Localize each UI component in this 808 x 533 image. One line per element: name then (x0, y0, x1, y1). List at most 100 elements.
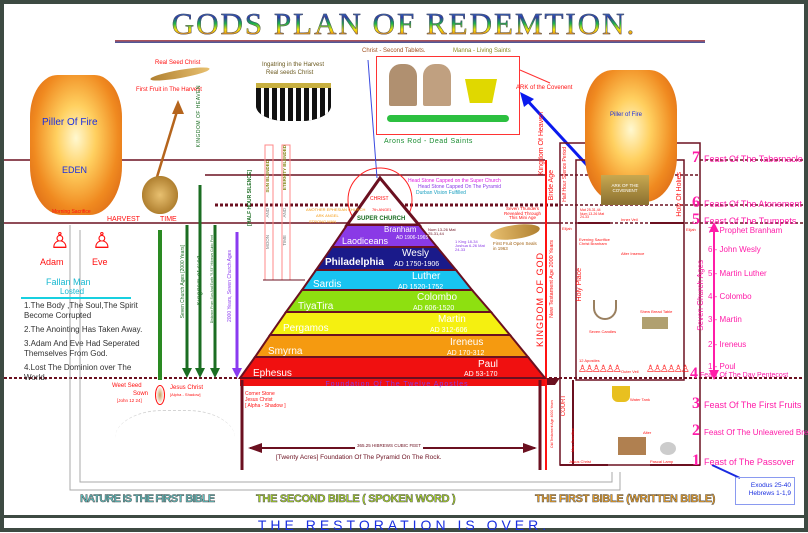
sun-blended-label: SUN BLENDED (265, 160, 270, 193)
church-name: Sardis (313, 279, 342, 290)
elijah-label-right: Elijah (686, 227, 696, 232)
half-hour-silence-period-label: Half Hour Silence Period (562, 147, 568, 202)
kingdom-god-column: Kingdom of God (197, 255, 203, 306)
list-item: 3.Adam And Eve Had Seperated Themselves … (24, 339, 140, 358)
holy-of-holies-label: Holy Of Holies (676, 172, 683, 217)
right-pillar-label: Piller of Fire (610, 112, 643, 118)
seven-church-ages-column: Seven Church Ages [2000 Years] (180, 245, 186, 319)
ark-of-covenant-icon: ARK OF THE COVENENT (601, 175, 649, 205)
feast-item: 4 (690, 365, 698, 382)
distance-column: Distance From Sun And Earth "9-93" Hibre… (210, 235, 214, 324)
fallen-man-label: Fallan Man (46, 277, 91, 287)
eve-label: Eve (92, 257, 108, 267)
apostles-label: 12 Apostles (579, 358, 600, 363)
corner-stone-label: Corner Stone (245, 391, 275, 397)
eden-label: EDEN (62, 165, 88, 175)
manna-label: Manna - Living Saints (453, 48, 511, 54)
alter-label: Alter (643, 430, 652, 435)
divider (21, 297, 131, 299)
hebrews-ref: Hebrews 1-1,9 (748, 490, 791, 497)
shew-bread-table-icon (642, 317, 668, 329)
strong-man-label: STRONG MAN (309, 219, 337, 224)
cubit-label: 365.25 HIBREWS CUBIC FEET (355, 443, 424, 449)
water-tank-label: Water Tank (630, 397, 651, 402)
dates: AD 53-170 (464, 371, 498, 378)
dates: AD 170-312 (447, 350, 485, 357)
evening-sacrifice-label: Evening Sacrifice Christ Branham (579, 237, 610, 246)
ark-angel-label: ARK ANGEL (316, 213, 339, 218)
head-stone-label-1: Head Stone Capped on the Super Church (408, 178, 501, 184)
seven-church-ages-label: Seven Church Ages (696, 260, 705, 331)
church-name: TiyaTira (298, 301, 334, 312)
dates: AD 1750-1906 (394, 261, 440, 268)
and-label: AND (265, 208, 270, 218)
list-item: 1.The Body ,The Soul,The Spirit Become C… (24, 301, 138, 320)
kingdom-heaven-column: KINGDOM OF HEAVEN (196, 85, 202, 148)
holy-place-label: Holy Place (576, 268, 583, 302)
altar-icon (618, 437, 646, 455)
jesus-christ-label: Jesus Christ (569, 459, 592, 464)
old-testament-age-label: Old Testament Age 4000 Years (550, 400, 554, 448)
messenger: Ireneus (450, 337, 484, 348)
water-tank-icon (612, 386, 630, 402)
alter-insence-label: Alter Insence (621, 251, 645, 256)
time-label: TIME (160, 216, 177, 223)
seed-reference: [John 12 24] (117, 398, 142, 403)
age-item: 2 - Ireneus (708, 340, 747, 349)
tabernacle-refs: Mat 25-31,44 Num 13-26 Mat 24-33 (580, 208, 605, 219)
exodus-ref: Exodus 25-40 (750, 482, 791, 489)
ark-covenant-label: ARK of the Covenent (516, 85, 573, 91)
menorah-icon (593, 300, 617, 320)
corner-stone-label: [ Alpha - Shadow ] (245, 403, 286, 409)
super-church-label: SUPER CHURCH (357, 216, 406, 222)
lamb-icon (660, 442, 676, 455)
apostles-figures-icon: ♙♙♙♙♙♙ (578, 364, 622, 375)
first-fruit-label: First Fruit in The Harvest (136, 87, 202, 93)
first-bible-label: THE FIRST BIBLE (WRITTEN BIBLE) (535, 493, 716, 505)
sown-label: Sown (133, 391, 149, 397)
apostles-figures-icon: ♙♙♙♙♙♙ (646, 364, 690, 375)
new-testament-age-label: New Testament Age 2000 Years (549, 240, 555, 318)
half-hour-silence-label: [HALF HOUR SILENCE] (247, 170, 253, 226)
man-sacrifice-label: Man Sacrifice (570, 428, 575, 453)
pascal-lamb-label: Pascal Lamp (650, 459, 674, 464)
messenger: Luther (412, 271, 441, 282)
kingdom-heaven-label: Kingdom Of Heaven (538, 112, 545, 176)
church-name: Smyrna (268, 346, 303, 357)
foundation-label: Foundation Of The Twelve Apostles (325, 381, 469, 388)
messenger: Colombo (417, 292, 458, 303)
lost-label: Losted (60, 287, 85, 296)
church-name: Ephesus (253, 368, 292, 379)
ark-contents-box (376, 56, 520, 135)
morning-sacrifice-label: Morning Sacrifice (52, 209, 91, 215)
dates: AD 606-1520 (413, 305, 455, 312)
moon-label: MOON (265, 235, 270, 249)
list-item: 4.Lost The Dominion over The World. (24, 363, 132, 382)
eternity-blended-label: ETERNITY BLENDED (282, 145, 287, 191)
and-label: AND (282, 208, 287, 218)
manna-pot-icon (465, 79, 497, 103)
scripture-refs: 1 King 18-34 Joshua 6-26 Mat 24-33 (455, 239, 485, 252)
court-label: COURT (561, 395, 567, 417)
bride-age-label: Bride Age (548, 170, 555, 201)
another-church-label: ANOTHER EPHESIAN CHURCH (306, 207, 366, 212)
messenger: Wesly (402, 248, 430, 259)
age-item: 6 - John Wesly (708, 245, 761, 254)
adam-figure-icon: ♙ (50, 228, 70, 253)
roots-icon (115, 410, 235, 480)
ingathering-label-2: Real seeds Christ (266, 70, 314, 76)
tablet-icon (389, 64, 417, 106)
christ-label: CHRIST (370, 196, 389, 202)
list-item: 2.The Anointing Has Taken Away. (24, 325, 143, 334)
pillar-of-fire-image (30, 75, 122, 215)
first-fruit-label: First Fruit Open Seals in 1963 (493, 241, 537, 251)
alpha-shadow-label: [Alpha - Shadow] (170, 392, 201, 397)
seventh-angel-label: 7th ANGEL (372, 207, 393, 212)
messenger: Martin (438, 314, 466, 325)
nature-first-bible-label: NATURE IS THE FIRST BIBLE (80, 493, 216, 505)
seven-thunders-label: Seven Thunders Revealed Through This Min… (504, 206, 541, 220)
wheat-stalk-icon (158, 230, 162, 380)
